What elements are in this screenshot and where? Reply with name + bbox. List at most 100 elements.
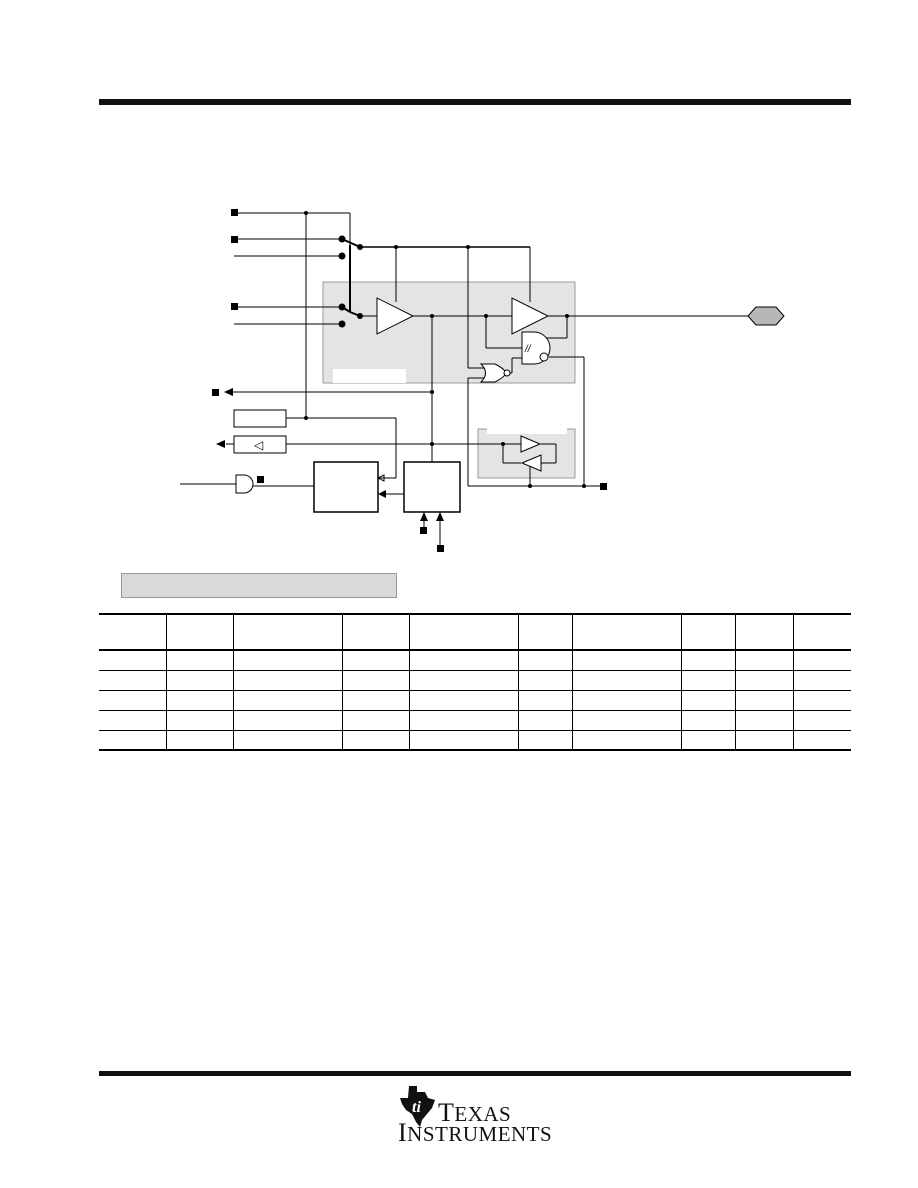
- logo-cap-1: T: [438, 1098, 455, 1127]
- table-cell: [517, 730, 573, 751]
- table-cell: [571, 690, 682, 711]
- table-header-cell: [408, 613, 519, 651]
- table-cell: [680, 730, 736, 751]
- table-cell: [517, 690, 573, 711]
- table-cell: [232, 670, 343, 691]
- svg-text://: //: [524, 344, 532, 355]
- table-cell: [165, 670, 234, 691]
- table-cell: [408, 690, 519, 711]
- table-cell: [792, 670, 851, 691]
- table-row: [99, 710, 851, 731]
- logo-text-2: NSTRUMENTS: [407, 1122, 553, 1146]
- table-cell: [341, 670, 410, 691]
- table-cell: [408, 670, 519, 691]
- table-cell: [571, 730, 682, 751]
- table-header-cell: [517, 613, 573, 651]
- table-cell: [341, 730, 410, 751]
- table-header-cell: [165, 613, 234, 651]
- table-cell: [232, 730, 343, 751]
- ti-logo: ti TEXAS INSTRUMENTS: [398, 1084, 558, 1147]
- table-cell: [99, 650, 167, 671]
- table-cell: [734, 690, 794, 711]
- table-cell: [734, 670, 794, 691]
- table-cell: [341, 690, 410, 711]
- table-cell: [734, 710, 794, 731]
- table-cell: [571, 670, 682, 691]
- table-cell: [680, 650, 736, 671]
- header-rule: [99, 99, 851, 105]
- pin-square: [231, 209, 238, 216]
- pin-table: [99, 613, 851, 751]
- keeper-buffer-reverse: [520, 454, 542, 472]
- table-header-cell: [232, 613, 343, 651]
- table-cell: [571, 710, 682, 731]
- logo-cap-2: I: [398, 1118, 408, 1147]
- latch-box-lower: [233, 435, 287, 454]
- keeper-buffer-forward: [520, 435, 542, 453]
- table-cell: [408, 650, 519, 671]
- control-block-right: [403, 461, 461, 513]
- table-row: [99, 690, 851, 711]
- pin-square: [231, 303, 238, 310]
- table-row: [99, 730, 851, 751]
- buffer-glyph: ◁: [254, 438, 264, 452]
- pin-square: [420, 527, 427, 534]
- table-cell: [734, 650, 794, 671]
- table-cell: [99, 690, 167, 711]
- pin-square: [257, 476, 264, 483]
- table-cell: [232, 710, 343, 731]
- inner-label-box: [333, 369, 406, 383]
- table-cell: [408, 710, 519, 731]
- input-buffer: [376, 297, 415, 335]
- table-cell: [341, 710, 410, 731]
- table-header-cell: [571, 613, 682, 651]
- footer-rule: [99, 1071, 851, 1076]
- pin-square: [212, 389, 219, 396]
- output-pad: [747, 306, 785, 326]
- table-cell: [165, 650, 234, 671]
- output-driver: [511, 297, 550, 335]
- table-row: [99, 670, 851, 691]
- latch-box-upper: [233, 409, 287, 428]
- ti-state-icon: ti: [400, 1086, 435, 1127]
- pin-square: [600, 483, 607, 490]
- table-cell: [792, 730, 851, 751]
- table-cell: [99, 710, 167, 731]
- logo-text-1: EXAS: [454, 1102, 512, 1126]
- table-cell: [680, 690, 736, 711]
- table-cell: [99, 730, 167, 751]
- table-cell: [165, 690, 234, 711]
- table-header-cell: [734, 613, 794, 651]
- keeper-shaded-block: [477, 428, 576, 479]
- left-output-arrow-2: [216, 440, 225, 448]
- svg-text:ti: ti: [412, 1099, 421, 1116]
- left-output-arrow: [224, 388, 233, 396]
- input-gate: [235, 474, 254, 494]
- nor-gate: [479, 363, 508, 383]
- table-row: [99, 650, 851, 671]
- table-cell: [792, 650, 851, 671]
- table-cell: [165, 730, 234, 751]
- table-cell: [517, 710, 573, 731]
- table-cell: [232, 690, 343, 711]
- table-cell: [408, 730, 519, 751]
- table-cell: [232, 650, 343, 671]
- table-cell: [517, 670, 573, 691]
- table-cell: [792, 690, 851, 711]
- logo-line-1: TEXAS: [438, 1098, 511, 1128]
- control-block-left: [313, 461, 379, 513]
- table-cell: [680, 670, 736, 691]
- table-header-cell: [792, 613, 851, 651]
- table-cell: [517, 650, 573, 671]
- pin-square: [231, 236, 238, 243]
- table-header-cell: [341, 613, 410, 651]
- table-cell: [680, 710, 736, 731]
- table-cell: [792, 710, 851, 731]
- table-header: [99, 613, 851, 651]
- table-cell: [734, 730, 794, 751]
- table-body: [99, 650, 851, 751]
- table-cell: [341, 650, 410, 671]
- table-cell: [165, 710, 234, 731]
- table-header-cell: [99, 613, 167, 651]
